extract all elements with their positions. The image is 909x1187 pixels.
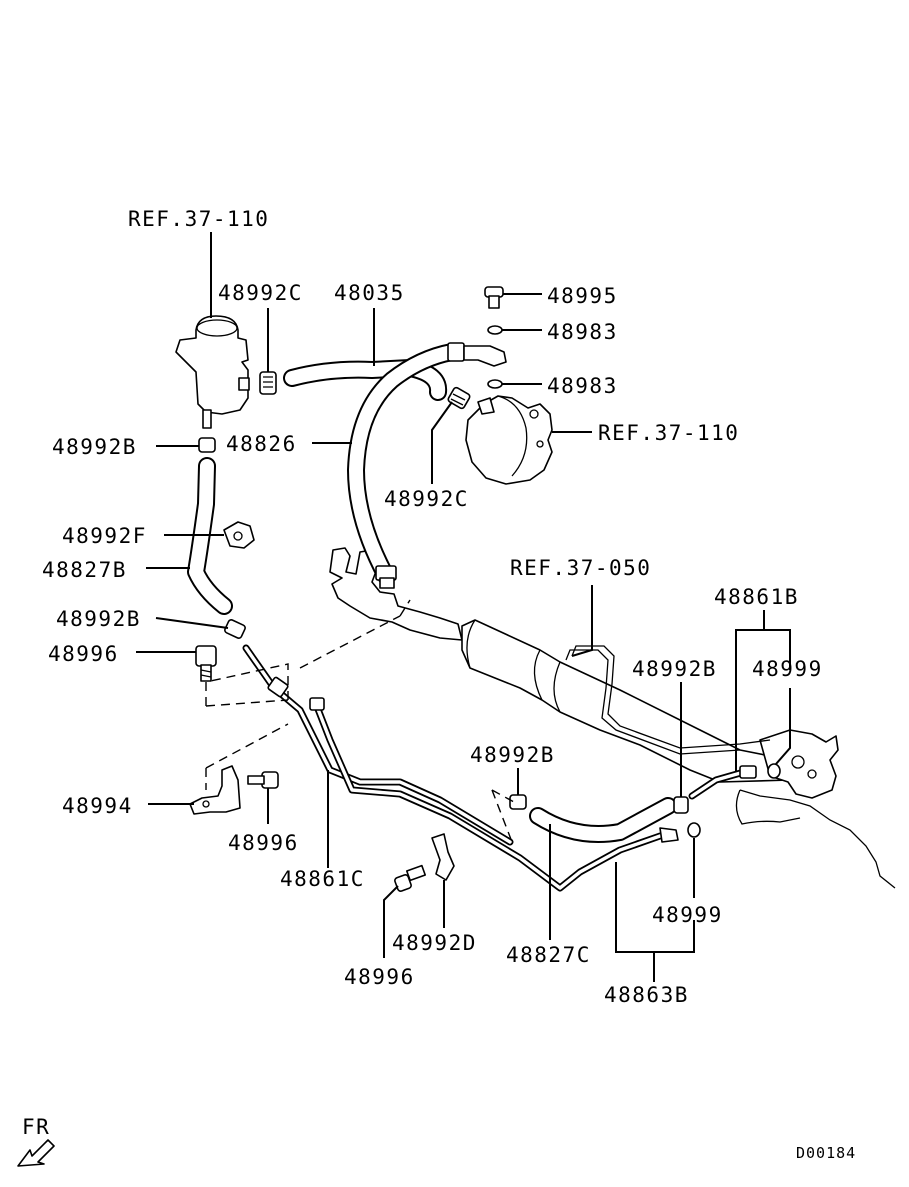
return-tube-48863b [312, 700, 679, 892]
label-return-hose-c: 48827C [506, 943, 591, 967]
bolt-48996-upper [195, 645, 217, 682]
label-suction-hose: 48035 [334, 281, 405, 305]
label-clamp-f: 48992F [62, 524, 147, 548]
label-clamp-b-lower: 48992B [56, 607, 141, 631]
label-gasket-upper: 48983 [547, 320, 618, 344]
return-hose-48827b [187, 457, 233, 615]
front-label: FR [22, 1115, 50, 1139]
label-bolt-middle: 48996 [228, 831, 299, 855]
label-clamp-d: 48992D [392, 931, 477, 955]
label-bolt-lower: 48996 [344, 965, 415, 989]
eye-bolt-48995 [484, 286, 504, 309]
pressure-hose-48826 [347, 342, 507, 589]
gasket-48999-lower [687, 822, 701, 838]
front-indicator: FR [17, 1115, 55, 1167]
suction-hose-48035 [283, 359, 448, 401]
clamp-48992d [431, 833, 455, 881]
gasket-48983-upper [487, 325, 503, 335]
reservoir-tank [175, 315, 250, 429]
gasket-48999-upper [767, 763, 781, 779]
return-hose-48827c [529, 797, 677, 843]
label-gasket-right-lower: 48999 [652, 903, 723, 927]
clamp-48992b-lower [224, 619, 246, 639]
label-pressure-tube: 48861B [714, 585, 799, 609]
oil-pump [465, 395, 553, 485]
label-return-tube: 48863B [604, 983, 689, 1007]
clamp-48992b-right [673, 796, 689, 814]
label-pressure-tube-c: 48861C [280, 867, 365, 891]
label-eye-bolt: 48995 [547, 284, 618, 308]
bolt-48996-lower [394, 864, 427, 892]
gasket-48983-lower [487, 379, 503, 389]
bolt-48996-middle [247, 771, 279, 789]
label-ref-reservoir: REF.37-110 [128, 207, 269, 231]
label-gasket-lower: 48983 [547, 374, 618, 398]
label-return-hose: 48827B [42, 558, 127, 582]
label-clamp-left: 48992B [52, 435, 137, 459]
pressure-tube-48861b [688, 765, 757, 800]
diagram-id: D00184 [796, 1144, 856, 1162]
label-gasket-right-upper: 48999 [752, 657, 823, 681]
label-clamp-b-center: 48992B [470, 743, 555, 767]
clamp-48992f [223, 521, 255, 549]
tube-fittings [267, 676, 325, 711]
label-clamp-top: 48992C [218, 281, 303, 305]
clamp-48992b-center [509, 794, 527, 810]
label-ref-gear: REF.37-050 [510, 556, 651, 580]
clamp-48992c-top [259, 371, 277, 395]
front-arrow-icon [17, 1139, 55, 1167]
clamp-48992b-left [198, 437, 216, 453]
label-ref-pump: REF.37-110 [598, 421, 739, 445]
bracket-48994 [189, 765, 241, 815]
label-clamp-pump: 48992C [384, 487, 469, 511]
label-bracket: 48994 [62, 794, 133, 818]
steering-gear-assembly [329, 547, 896, 889]
part-labels: REF.37-110 48992C 48035 48995 48983 4898… [42, 207, 823, 1007]
leader-lines [136, 232, 791, 982]
label-clamp-b-right: 48992B [632, 657, 717, 681]
dashed-guide-lines [205, 599, 515, 843]
label-pressure-hose: 48826 [226, 432, 297, 456]
clamp-48992c-pump [447, 386, 471, 410]
label-bolt-upper: 48996 [48, 642, 119, 666]
